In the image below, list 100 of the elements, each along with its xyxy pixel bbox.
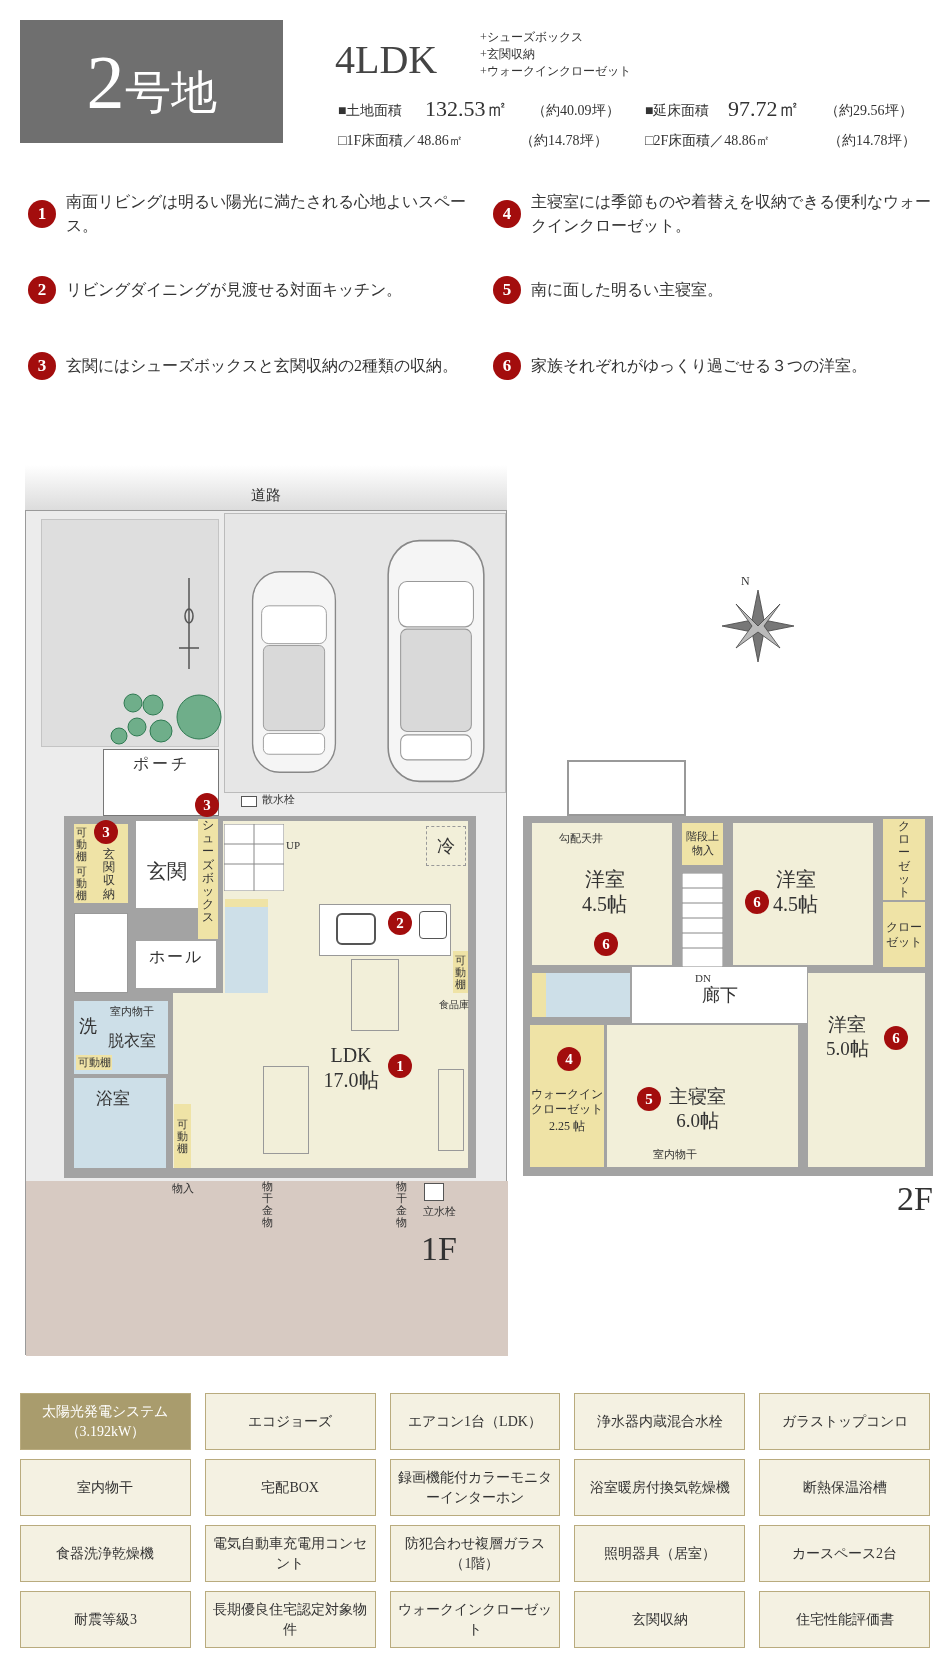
option-text: +シューズボックス <box>480 29 583 46</box>
room-label: 可動棚 <box>177 1117 188 1155</box>
note-text: 勾配天井 <box>559 831 603 846</box>
room-label: ポーチ <box>132 754 190 774</box>
room-label: 2F <box>897 1180 933 1217</box>
shelf <box>174 1104 191 1168</box>
room-label: 主寝室 <box>669 1085 726 1109</box>
room-label: LDK <box>330 1043 372 1068</box>
room-label: 洋室 <box>828 1013 867 1037</box>
shoe-cabinet <box>198 819 218 939</box>
room-label: 17.0帖 <box>323 1068 379 1093</box>
room-label: ホール <box>149 947 203 967</box>
feature-text: 玄関にはシューズボックスと玄関収納の2種類の収納。 <box>66 356 458 376</box>
room-label: 可動棚 <box>76 865 87 902</box>
feature-cell: 録画機能付カラーモニターインターホン <box>389 1459 561 1516</box>
room-label: 1F <box>421 1230 457 1267</box>
porch-area <box>103 749 219 816</box>
feature-cell: 耐震等級3 <box>20 1591 191 1648</box>
callout-number: 4 <box>493 200 521 228</box>
feature-cell: 防犯合わせ複層ガラス（1階） <box>389 1525 561 1582</box>
note-text: 物入 <box>172 1181 194 1196</box>
master-bedroom <box>607 1025 798 1167</box>
compass-north-label: N <box>741 573 750 590</box>
room-label: 脱衣室 <box>108 1031 156 1051</box>
entrance-room <box>136 821 198 908</box>
feature-cell: 断熱保温浴槽 <box>759 1459 930 1516</box>
area-value: （約14.78坪） <box>520 132 608 150</box>
title: 2号地 <box>86 38 217 126</box>
feature-text: 主寝室には季節ものや着替えを収納できる便利なウォークインクローゼット。 <box>531 192 931 236</box>
feature-cell: 照明器具（居室） <box>574 1525 746 1582</box>
stair-direction: DN <box>695 971 711 986</box>
room-label: 室内物干 <box>110 1004 154 1019</box>
fridge-space <box>426 826 466 866</box>
feature-cell: 宅配BOX <box>204 1459 376 1516</box>
hall-room <box>136 941 216 988</box>
area-value: （約29.56坪） <box>825 102 913 120</box>
callout-number: 5 <box>493 276 521 304</box>
room-label: クローゼット <box>885 919 923 950</box>
callout-number: 6 <box>493 352 521 380</box>
note-text: 物干金物 <box>262 1180 273 1229</box>
room-label: 浴室 <box>96 1089 130 1108</box>
room-label: 2.25 帖 <box>549 1118 585 1135</box>
feature-text: 南に面した明るい主寝室。 <box>531 280 723 300</box>
feature-cell: 室内物干 <box>20 1459 191 1516</box>
washroom <box>74 1001 168 1074</box>
feature-cell: ウォークインクローゼット <box>389 1591 561 1648</box>
area-value: 132.53㎡ <box>425 95 508 123</box>
feature-cell: 玄関収納 <box>574 1591 746 1648</box>
callout-number: 2 <box>28 276 56 304</box>
closet <box>883 819 925 900</box>
area-label: □2F床面積／48.86㎡ <box>645 132 770 150</box>
note-text: 散水栓 <box>262 792 295 807</box>
storage-room <box>682 823 723 865</box>
storage-room <box>74 824 128 903</box>
bedroom <box>733 823 873 965</box>
area-label: ■延床面積 <box>645 102 710 120</box>
callout-number: 3 <box>28 352 56 380</box>
feature-cell: 電気自動車充電用コンセント <box>204 1525 376 1582</box>
callout-number: 1 <box>28 200 56 228</box>
room-label: 可動棚 <box>76 826 87 863</box>
feature-cell: 住宅性能評価書 <box>759 1591 930 1648</box>
note-text: 室内物干 <box>653 1147 697 1162</box>
room-label: 可動棚 <box>77 1057 111 1068</box>
room-label: クローゼット <box>898 819 910 900</box>
bedroom <box>808 973 925 1167</box>
feature-text: 家族それぞれがゆっくり過ごせる３つの洋室。 <box>531 356 867 376</box>
room-label: 玄関収納 <box>103 848 115 901</box>
room-label: 可動棚 <box>455 953 466 991</box>
room-label: 6.0帖 <box>676 1108 719 1133</box>
closet-space <box>74 913 128 993</box>
room-label: 廊下 <box>701 983 738 1007</box>
bedroom <box>532 823 672 965</box>
feature-text: リビングダイニングが見渡せる対面キッチン。 <box>66 280 402 300</box>
area-label: ■土地面積 <box>338 102 403 120</box>
room-label: 4.5帖 <box>773 892 818 917</box>
area-label: □1F床面積／48.86㎡ <box>338 132 463 150</box>
bathroom <box>74 1078 166 1168</box>
option-text: +ウォークインクローゼット <box>480 63 631 80</box>
area-value: （約14.78坪） <box>828 132 916 150</box>
area-value: 97.72㎡ <box>728 95 800 123</box>
feature-cell: 浄水器内蔵混合水栓 <box>574 1393 746 1450</box>
feature-cell: エアコン1台（LDK） <box>389 1393 561 1450</box>
room-label: 食品庫 <box>439 998 469 1012</box>
room-label: 玄関 <box>147 859 187 884</box>
plan-type: 4LDK <box>335 36 438 84</box>
room-label: シューズボックス <box>202 819 214 927</box>
room-label: 4.5帖 <box>582 892 627 917</box>
feature-cell: 太陽光発電システム（3.192kW） <box>20 1393 191 1450</box>
room-label: ウォークインクローゼット <box>531 1087 603 1117</box>
room-label: 冷 <box>437 834 455 858</box>
feature-cell: ガラストップコンロ <box>759 1393 930 1450</box>
feature-cell: 長期優良住宅認定対象物件 <box>204 1591 376 1648</box>
room-label: 道路 <box>251 485 281 505</box>
walk-in-closet <box>530 1025 604 1167</box>
feature-cell: エコジョーズ <box>204 1393 376 1450</box>
stair-direction: UP <box>286 838 301 853</box>
room-label: 5.0帖 <box>826 1036 869 1061</box>
note-text: 物干金物 <box>396 1180 407 1229</box>
feature-cell: 浴室暖房付換気乾燥機 <box>574 1459 746 1516</box>
room-label: 洋室 <box>584 867 625 892</box>
